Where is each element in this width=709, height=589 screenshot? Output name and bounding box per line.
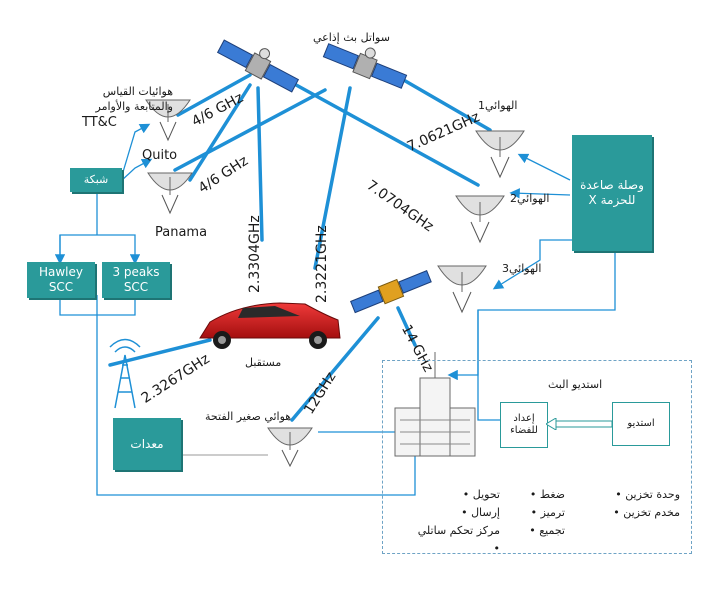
- list-item: إرسال: [410, 504, 500, 522]
- space-prep-box: إعداد للفضاء: [500, 402, 548, 448]
- studio-functions-processing: ضغط ترميز تجميع: [505, 486, 565, 540]
- studio-label: استديو البث: [548, 378, 603, 391]
- ttc-label: TT&C: [82, 115, 117, 130]
- quito-label: Quito: [142, 148, 178, 163]
- freq-label-downlink-1: 2.3304GHz: [247, 215, 263, 293]
- dish-antenna-icon: [267, 427, 313, 468]
- satellite-icon: [322, 43, 408, 89]
- receiver-label: مستقبل: [245, 356, 282, 369]
- radio-tower-icon: [109, 338, 141, 409]
- network-box: شبكة: [70, 168, 122, 192]
- satellite-icon: [216, 39, 300, 93]
- list-item: وحدة تخزين: [595, 486, 680, 504]
- list-item: مركز تحكم ساتلي: [410, 522, 500, 558]
- ttc-antennas-label-line1: هوائيات القياس: [102, 85, 173, 98]
- list-item: تحويل: [410, 486, 500, 504]
- dish-antenna-icon: [475, 130, 525, 179]
- list-item: ضغط: [505, 486, 565, 504]
- studio-functions-storage: وحدة تخزين مخدم تخزين: [595, 486, 680, 522]
- 3-peaks-scc-box: 3 peaks SCC: [102, 262, 170, 298]
- antenna2-label: الهوائي2: [510, 192, 550, 205]
- studio-box: استديو: [612, 402, 670, 446]
- hawley-scc-box: Hawley SCC: [27, 262, 95, 298]
- broadcast-building-icon: [394, 352, 476, 457]
- list-item: تجميع: [505, 522, 565, 540]
- car-icon: [199, 302, 341, 349]
- ttc-antennas-label-line2: والمتابعة والأوامر: [95, 100, 173, 113]
- dish-antenna-icon: [145, 99, 191, 142]
- small-dish-label: هوائي صغير الفتحة: [205, 410, 292, 423]
- freq-label-downlink-2: 2.3221GHz: [314, 225, 330, 303]
- satellite-icon: [350, 270, 432, 314]
- x-band-uplink-box: وصلة صاعدة للحزمة X: [572, 135, 652, 251]
- dish-antenna-icon: [437, 265, 487, 314]
- dish-antenna-icon: [455, 195, 505, 244]
- studio-link-arrow: [546, 418, 612, 430]
- broadcast-satellites-label: سواتل بث إذاعي: [313, 31, 390, 44]
- studio-functions-transmission: تحويل إرسال مركز تحكم ساتلي: [410, 486, 500, 558]
- list-item: ترميز: [505, 504, 565, 522]
- list-item: مخدم تخزين: [595, 504, 680, 522]
- antenna3-label: الهوائي3: [502, 262, 542, 275]
- antenna1-label: الهوائي1: [478, 99, 518, 112]
- dish-antenna-icon: [147, 172, 193, 215]
- panama-label: Panama: [155, 225, 208, 240]
- broadcast-studio-area: [382, 360, 692, 554]
- radio-links: [108, 73, 492, 422]
- equipment-box: معدات: [113, 418, 181, 470]
